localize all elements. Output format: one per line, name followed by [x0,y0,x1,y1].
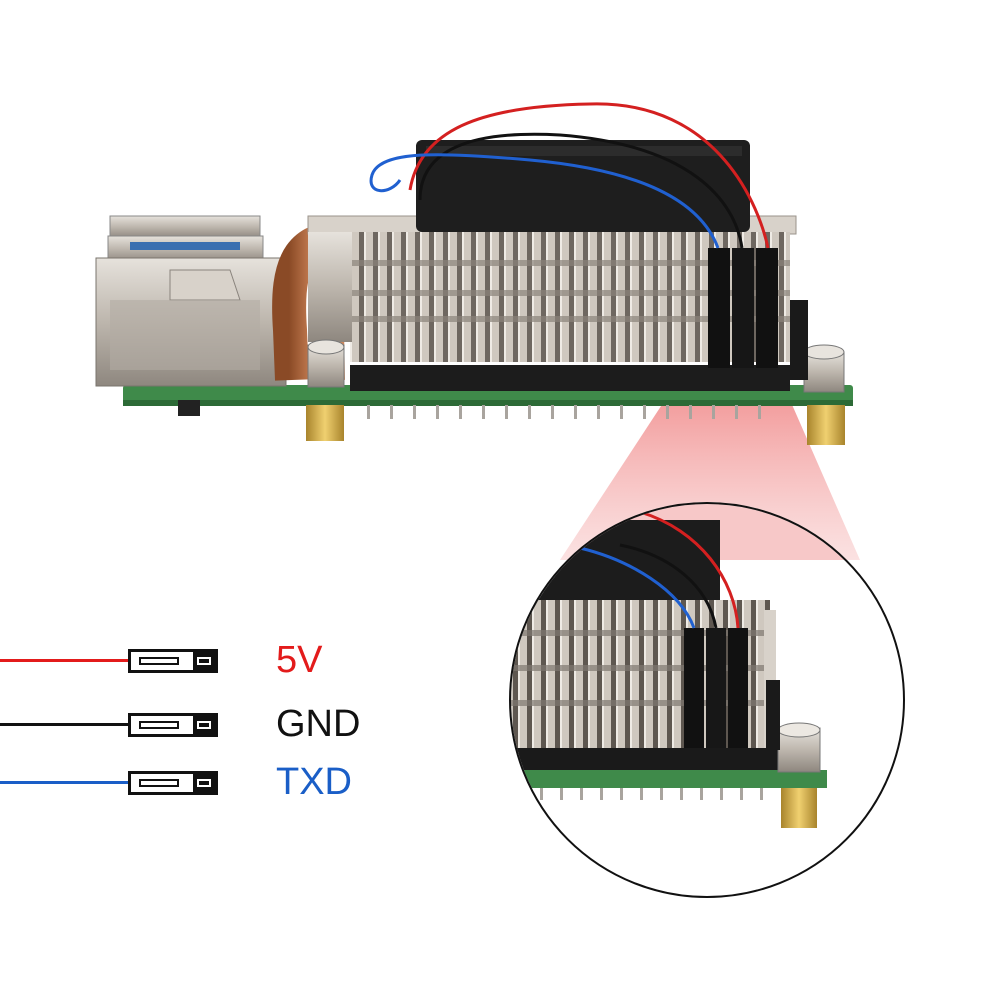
legend-label-txd: TXD [276,761,352,803]
legend-row-txd: TXD [0,762,380,802]
magnified-detail [509,502,905,898]
legend-row-5v: 5V [0,640,380,680]
red-wire [0,659,130,662]
blue-wire [0,781,130,784]
dupont-plug-icon [128,649,218,673]
raspberry-pi-board [95,102,853,445]
dupont-plug-icon [128,771,218,795]
black-wire [0,723,130,726]
legend-label-gnd: GND [276,703,361,745]
legend-label-5v: 5V [276,639,323,681]
legend-row-gnd: GND [0,704,380,744]
dupont-plug-icon [128,713,218,737]
